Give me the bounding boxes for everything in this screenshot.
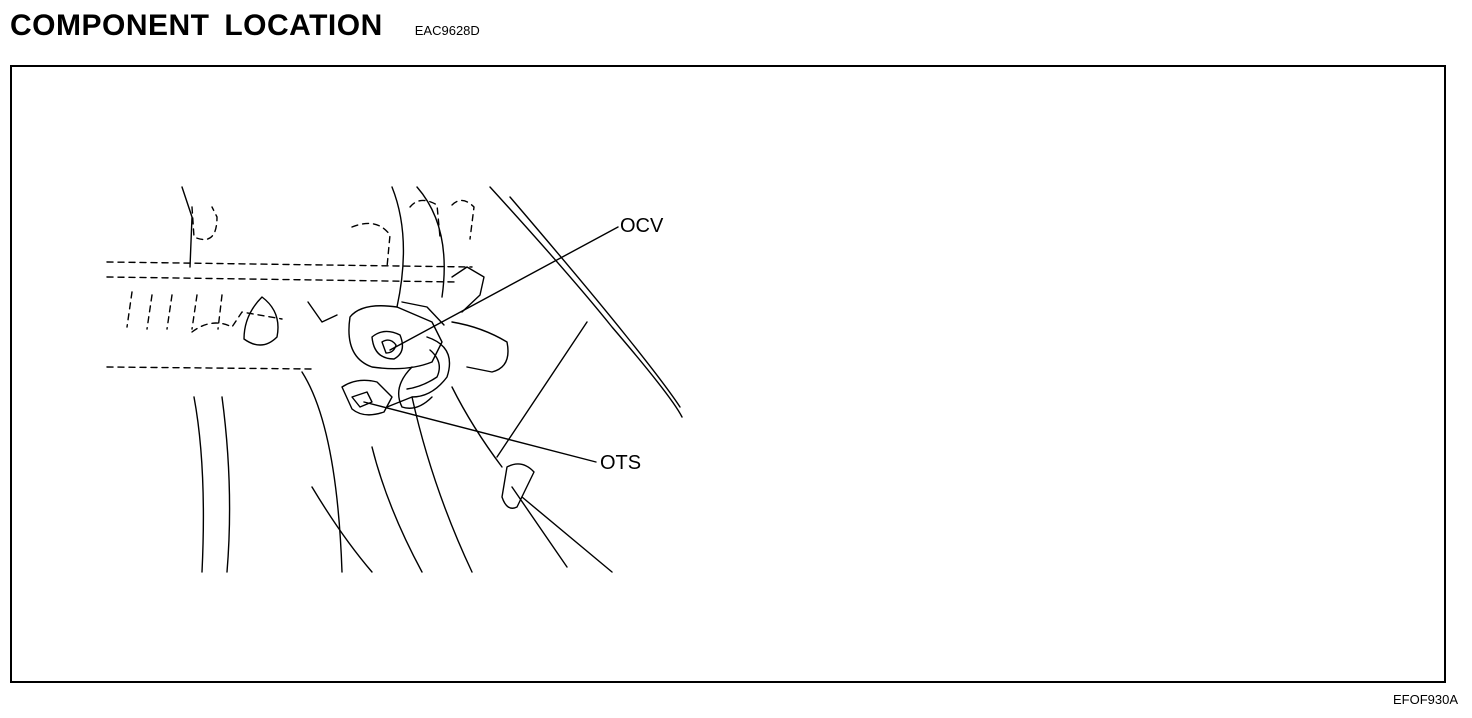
ocv-valve-body <box>348 266 509 373</box>
ocv-callout-label: OCV <box>620 215 664 237</box>
wiring-harness <box>341 336 451 416</box>
figure-code: EFOF930A <box>1392 692 1458 707</box>
ots-leader-line <box>363 401 597 463</box>
figure-frame: OCV OTS <box>10 65 1446 683</box>
bracket <box>501 463 613 573</box>
ocv-leader-line <box>389 226 619 351</box>
document-code: EAC9628D <box>414 23 480 38</box>
page-header: COMPONENT LOCATION EAC9628D <box>10 6 480 46</box>
manifold-outline <box>181 186 683 573</box>
engine-drawing <box>106 186 683 573</box>
page-title: COMPONENT LOCATION <box>10 9 383 42</box>
ots-callout-label: OTS <box>600 452 642 474</box>
manifold-dashed-outline <box>106 199 475 370</box>
